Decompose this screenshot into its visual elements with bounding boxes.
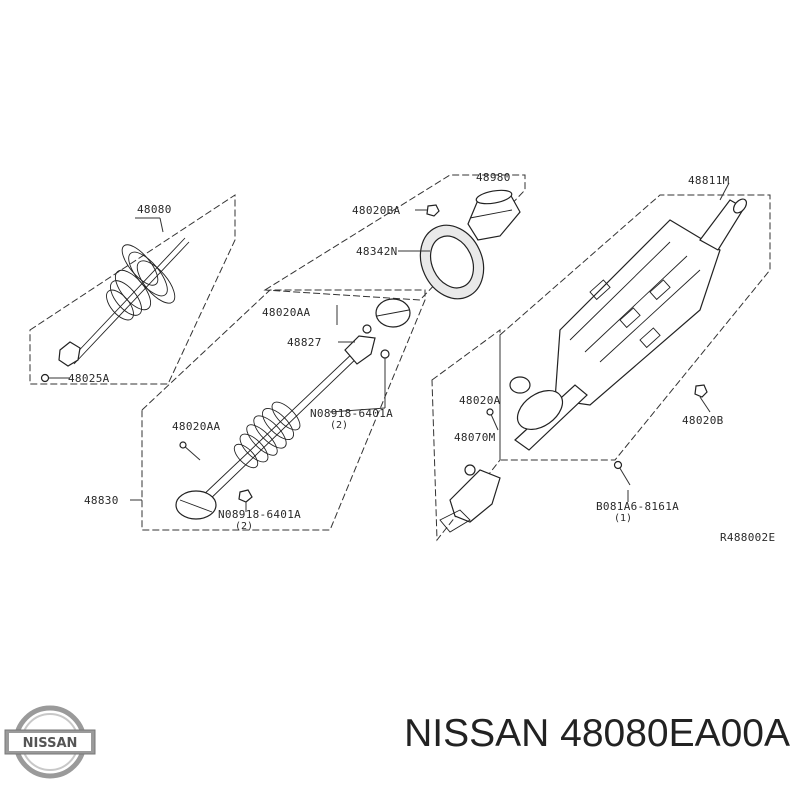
box-48080	[29, 194, 236, 385]
label-48830: 48830	[84, 494, 119, 507]
nissan-logo: NISSAN	[4, 705, 96, 779]
label-48020AA-top: 48020AA	[262, 306, 311, 319]
label-48070M: 48070M	[454, 431, 496, 444]
box-48830	[130, 174, 526, 531]
label-48020BA: 48020BA	[352, 204, 401, 217]
label-48811M: 48811M	[688, 174, 730, 187]
label-48020B: 48020B	[682, 414, 724, 427]
label-08918-lower: N08918-6401A	[218, 508, 301, 521]
reference-code: R488002E	[720, 531, 775, 544]
label-48020AA-left: 48020AA	[172, 420, 221, 433]
box-48811M	[431, 182, 771, 542]
label-081A6: B081A6-8161A	[596, 500, 679, 513]
qty-08918-upper: (2)	[330, 420, 348, 431]
label-08918-upper: N08918-6401A	[310, 407, 393, 420]
label-48827: 48827	[287, 336, 322, 349]
label-48020A: 48020A	[459, 394, 501, 407]
label-48342N: 48342N	[356, 245, 398, 258]
label-48080: 48080	[137, 203, 172, 216]
label-48980: 48980	[476, 171, 511, 184]
logo-text: NISSAN	[23, 736, 78, 751]
part-number-caption: NISSAN 48080EA00A	[404, 712, 790, 755]
label-48025A: 48025A	[68, 372, 110, 385]
qty-08918-lower: (2)	[235, 521, 253, 532]
qty-081A6: (1)	[614, 513, 632, 524]
